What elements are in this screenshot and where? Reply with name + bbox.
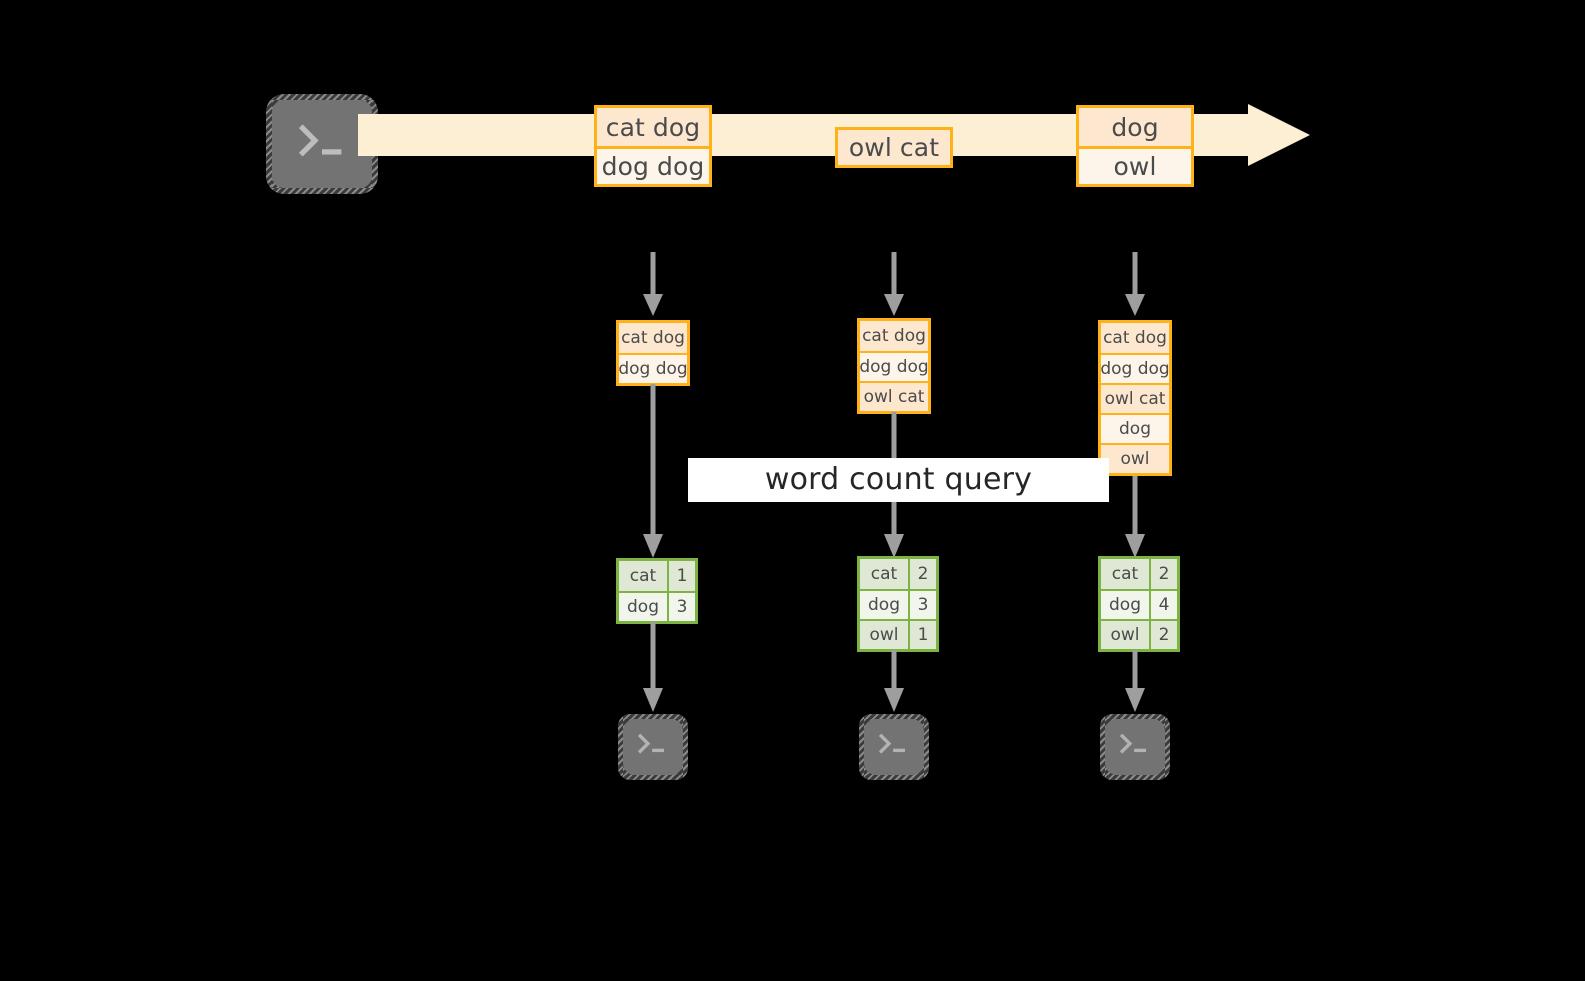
- result-count: 3: [667, 593, 695, 621]
- state-line: owl cat: [1101, 383, 1169, 413]
- connector-result-to-sink-2: [882, 650, 906, 714]
- result-word: dog: [1101, 591, 1149, 619]
- result-word: owl: [1101, 621, 1149, 649]
- result-word: cat: [1101, 559, 1149, 589]
- result-word: dog: [619, 593, 667, 621]
- result-count: 2: [1149, 621, 1177, 649]
- stream-batch-3-line-1: dog: [1079, 108, 1191, 146]
- connector-result-to-sink-3: [1123, 650, 1147, 714]
- result-word: dog: [860, 591, 908, 619]
- state-line: cat dog: [619, 323, 687, 353]
- result-table-column-1: cat 1 dog 3: [616, 558, 698, 624]
- result-count: 2: [1149, 559, 1177, 589]
- sink-terminal-icon-3: [1100, 714, 1170, 780]
- state-box-column-2: cat dog dog dog owl cat: [857, 318, 931, 414]
- stream-batch-3: dog owl: [1076, 105, 1194, 187]
- sink-terminal-icon-2: [859, 714, 929, 780]
- connector-state-to-result-3: [1123, 476, 1147, 560]
- terminal-prompt-icon: [272, 100, 372, 188]
- state-line: dog dog: [859, 351, 929, 381]
- table-row: owl 1: [860, 619, 936, 649]
- connector-state-to-result-1: [641, 384, 665, 560]
- stream-batch-1: cat dog dog dog: [594, 105, 712, 187]
- result-word: cat: [619, 561, 667, 591]
- query-label-text: word count query: [764, 462, 1033, 497]
- state-line: owl: [1101, 443, 1169, 473]
- result-word: owl: [860, 621, 908, 649]
- state-line: dog: [1101, 413, 1169, 443]
- stream-batch-1-line-1: cat dog: [597, 108, 709, 146]
- state-line: cat dog: [1101, 323, 1169, 353]
- result-count: 2: [908, 559, 936, 589]
- table-row: dog 3: [860, 589, 936, 619]
- connector-stream-to-state-2: [882, 252, 906, 318]
- query-label-band: word count query: [688, 458, 1109, 502]
- table-row: dog 4: [1101, 589, 1177, 619]
- terminal-prompt-icon: [1105, 719, 1165, 775]
- table-row: cat 2: [1101, 559, 1177, 589]
- terminal-body: [1105, 719, 1165, 775]
- connector-result-to-sink-1: [641, 622, 665, 714]
- state-box-column-1: cat dog dog dog: [616, 320, 690, 386]
- stream-batch-2-line-1: owl cat: [838, 130, 950, 165]
- stream-batch-2: owl cat: [835, 127, 953, 168]
- terminal-prompt-icon: [623, 719, 683, 775]
- result-count: 1: [908, 621, 936, 649]
- result-count: 3: [908, 591, 936, 619]
- terminal-body: [272, 100, 372, 188]
- table-row: dog 3: [619, 591, 695, 621]
- terminal-body: [864, 719, 924, 775]
- state-line: owl cat: [860, 381, 928, 411]
- terminal-body: [623, 719, 683, 775]
- result-count: 1: [667, 561, 695, 591]
- result-table-column-2: cat 2 dog 3 owl 1: [857, 556, 939, 652]
- table-row: owl 2: [1101, 619, 1177, 649]
- stream-batch-3-line-2: owl: [1079, 146, 1191, 184]
- state-box-column-3: cat dog dog dog owl cat dog owl: [1098, 320, 1172, 476]
- result-count: 4: [1149, 591, 1177, 619]
- result-word: cat: [860, 559, 908, 589]
- state-line: cat dog: [860, 321, 928, 351]
- table-row: cat 2: [860, 559, 936, 589]
- table-row: cat 1: [619, 561, 695, 591]
- state-line: dog dog: [1100, 353, 1170, 383]
- stream-batch-1-line-2: dog dog: [597, 146, 709, 184]
- connector-stream-to-state-1: [641, 252, 665, 318]
- terminal-prompt-icon: [864, 719, 924, 775]
- state-line: dog dog: [618, 353, 688, 383]
- result-table-column-3: cat 2 dog 4 owl 2: [1098, 556, 1180, 652]
- connector-stream-to-state-3: [1123, 252, 1147, 318]
- sink-terminal-icon-1: [618, 714, 688, 780]
